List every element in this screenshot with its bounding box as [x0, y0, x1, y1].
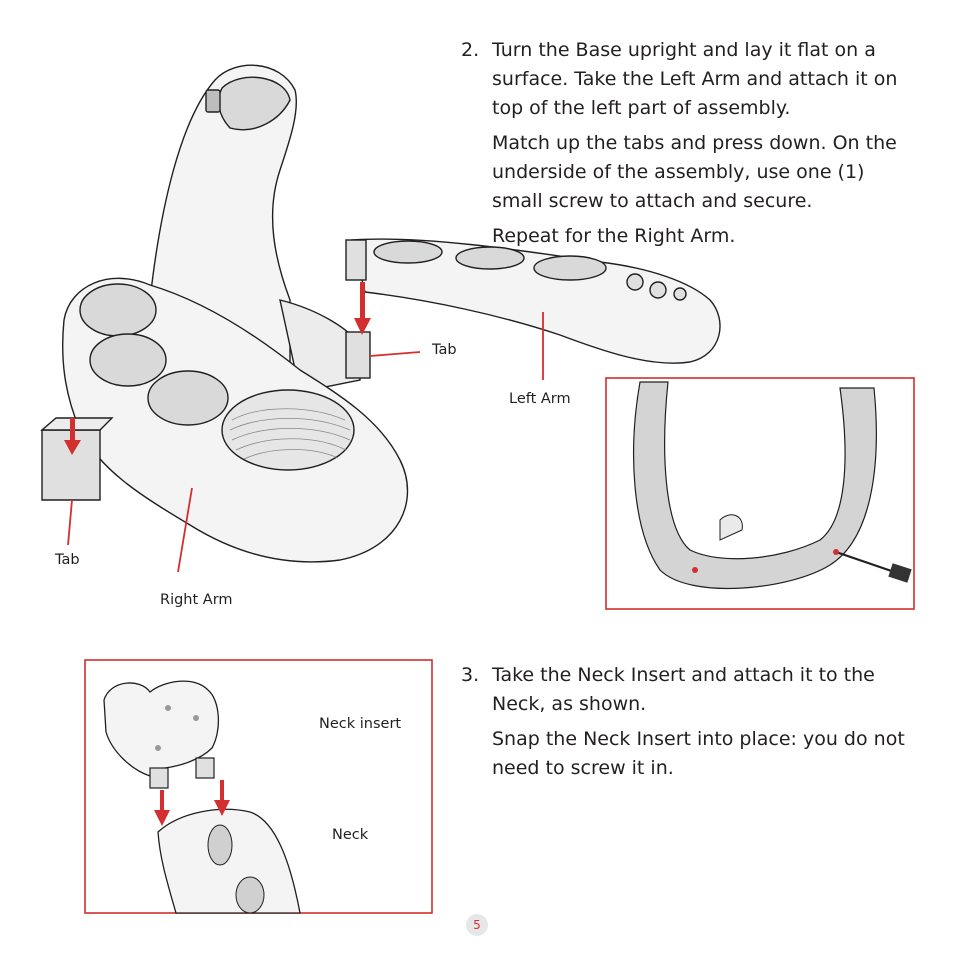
page-number: 5: [466, 914, 488, 936]
attach-arrows: [64, 282, 371, 455]
underside-inset: [605, 377, 915, 610]
callout-right-arm: Right Arm: [160, 592, 233, 608]
step-3-paragraph-1: Take the Neck Insert and attach it to th…: [492, 664, 875, 715]
step-2-paragraph-3: Repeat for the Right Arm.: [492, 225, 736, 247]
right-arm-illustration: [40, 277, 409, 563]
left-arm-illustration: [345, 238, 721, 364]
callout-neck: Neck: [332, 827, 369, 843]
callout-neck-insert: Neck insert: [319, 716, 402, 732]
callout-tab-right: Tab: [432, 342, 457, 358]
step-3-paragraph-2: Snap the Neck Insert into place: you do …: [492, 728, 905, 779]
callout-left-arm: Left Arm: [509, 391, 571, 407]
callout-tab-left: Tab: [55, 552, 80, 568]
step-2-paragraph-1: Turn the Base upright and lay it flat on…: [492, 39, 898, 119]
neck-inset: [84, 659, 433, 914]
step-2-paragraph-2: Match up the tabs and press down. On the…: [492, 132, 897, 212]
step-2-number: 2.: [461, 39, 480, 61]
step-3-instructions: 3. Take the Neck Insert and attach it to…: [461, 661, 921, 789]
step-3-number: 3.: [461, 664, 480, 686]
step-2-instructions: 2. Turn the Base upright and lay it flat…: [461, 36, 921, 257]
